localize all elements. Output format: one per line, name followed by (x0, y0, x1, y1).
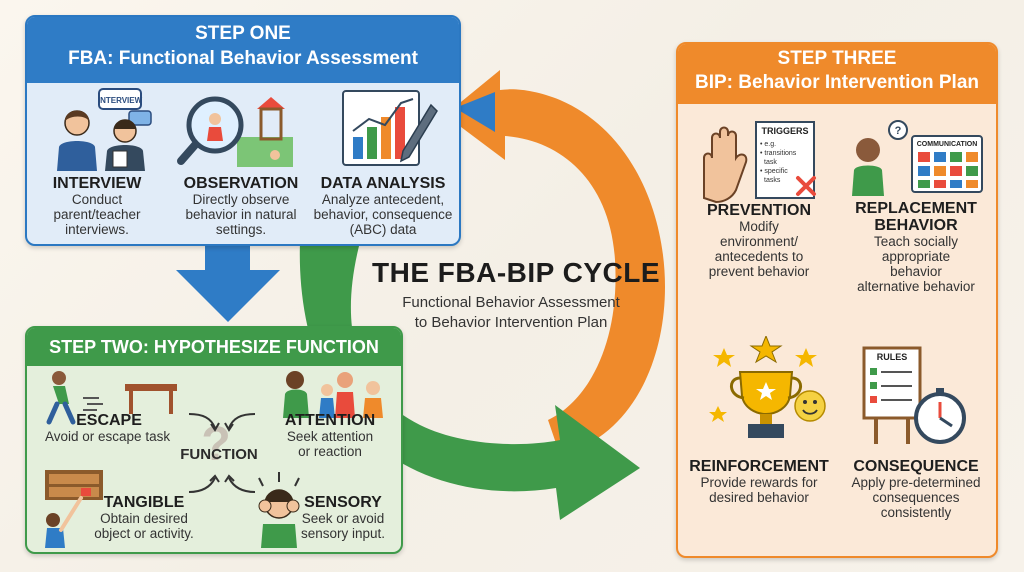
observation-desc-3: settings. (215, 222, 267, 237)
trigger-note-5: tasks (764, 177, 781, 184)
tangible-desc-2: object or activity. (94, 526, 194, 541)
consequence-desc-3: consistently (880, 505, 952, 520)
consequence-desc-1: Apply pre-determined (851, 475, 981, 490)
data-analysis-desc-1: Analyze antecedent, (321, 192, 445, 207)
reinforcement-desc-2: desired behavior (709, 490, 809, 505)
interview-desc-3: interviews. (65, 222, 129, 237)
attention-desc-2: or reaction (298, 444, 362, 459)
sensory-title: SENSORY (304, 494, 382, 511)
cycle-title: THE FBA-BIP CYCLE (372, 257, 660, 288)
running-child-icon (46, 371, 177, 425)
stop-hand-triggers-icon: TRIGGERS • e.g. • transitions task • spe… (703, 121, 816, 204)
trigger-note-2: • transitions (760, 150, 797, 157)
svg-text:?: ? (895, 125, 902, 137)
replacement-desc-3: behavior (890, 264, 942, 279)
prevention-desc-3: antecedents to (714, 249, 804, 264)
toy-shelf-icon (45, 470, 103, 548)
interview-desc-1: Conduct (71, 192, 123, 207)
cycle-subtitle: Functional Behavior Assessment to Behavi… (380, 293, 642, 333)
reinforcement-item: REINFORCEMENT Provide rewards for desire… (684, 458, 834, 505)
interview-item: INTERVIEW Conduct parent/teacher intervi… (33, 175, 161, 237)
interview-title: INTERVIEW (52, 175, 142, 192)
data-analysis-item: DATA ANALYSIS Analyze antecedent, behavi… (307, 175, 459, 237)
trophy-stars-icon (709, 336, 826, 438)
step-one-title: FBA: Functional Behavior Assessment (68, 48, 418, 69)
interview-icon: INTERVIEW (57, 88, 152, 171)
step-three-title: BIP: Behavior Intervention Plan (695, 72, 979, 93)
tangible-item: TANGIBLE Obtain desired object or activi… (79, 494, 209, 541)
prevention-desc-4: prevent behavior (708, 264, 810, 279)
step-two-header: STEP TWO: HYPOTHESIZE FUNCTION (27, 328, 401, 366)
replacement-title-1: REPLACEMENT (855, 200, 977, 217)
data-analysis-desc-2: behavior, consequence (313, 207, 453, 222)
magnifier-playground-icon (177, 96, 293, 167)
step-one-label: STEP ONE (195, 23, 291, 44)
tangible-title: TANGIBLE (103, 494, 185, 511)
replacement-desc-1: Teach socially (873, 234, 959, 249)
attention-title: ATTENTION (284, 412, 376, 429)
orange-cycle-arrow (445, 70, 665, 455)
interview-desc-2: parent/teacher (53, 207, 141, 222)
observation-title: OBSERVATION (183, 175, 299, 192)
step-three-label: STEP THREE (777, 48, 897, 69)
prevention-item: PREVENTION Modify environment/ anteceden… (684, 202, 834, 279)
replacement-desc-4: alternative behavior (857, 279, 975, 294)
escape-title: ESCAPE (76, 412, 142, 429)
step-three-panel: STEP THREE BIP: Behavior Intervention Pl… (676, 42, 998, 558)
data-analysis-desc-3: (ABC) data (349, 222, 417, 237)
triggers-label: TRIGGERS (761, 126, 808, 136)
observation-item: OBSERVATION Directly observe behavior in… (171, 175, 311, 237)
communication-label: COMMUNICATION (917, 141, 978, 148)
trigger-note-1: • e.g. (760, 141, 776, 148)
interview-bubble-text: INTERVIEW (98, 96, 143, 105)
escape-desc: Avoid or escape task (45, 429, 171, 444)
rules-label: RULES (877, 352, 908, 362)
cycle-subtitle-line-1: Functional Behavior Assessment (402, 294, 620, 311)
attention-item: ATTENTION Seek attention or reaction (263, 412, 397, 459)
step-one-panel: STEP ONE FBA: Functional Behavior Assess… (25, 15, 461, 246)
converging-arrows (188, 413, 256, 493)
prevention-title: PREVENTION (706, 202, 811, 219)
replacement-item: REPLACEMENT BEHAVIOR Teach socially appr… (838, 200, 994, 294)
child-covering-ears-icon (258, 472, 300, 548)
blue-down-arrow (176, 242, 280, 322)
replacement-title-2: BEHAVIOR (874, 217, 958, 234)
consequence-title: CONSEQUENCE (853, 458, 979, 475)
replacement-desc-2: appropriate (881, 249, 951, 264)
reinforcement-title: REINFORCEMENT (689, 458, 829, 475)
trigger-note-4: • specific (760, 168, 788, 175)
prevention-desc-2: environment/ (719, 234, 799, 249)
child-communication-board-icon: ? COMMUNICATION (852, 120, 983, 196)
tangible-desc-1: Obtain desired (100, 511, 188, 526)
group-attention-icon (283, 371, 383, 418)
cycle-subtitle-line-2: to Behavior Intervention Plan (414, 314, 608, 331)
data-analysis-title: DATA ANALYSIS (320, 175, 446, 192)
sensory-desc-2: sensory input. (300, 526, 386, 541)
observation-desc-1: Directly observe (192, 192, 290, 207)
attention-desc-1: Seek attention (286, 429, 374, 444)
reinforcement-desc-1: Provide rewards for (700, 475, 818, 490)
sensory-desc-1: Seek or avoid (301, 511, 385, 526)
chart-pen-icon (342, 90, 438, 166)
step-three-header: STEP THREE BIP: Behavior Intervention Pl… (678, 44, 996, 104)
function-center-label: FUNCTION (180, 446, 258, 463)
escape-item: ESCAPE Avoid or escape task (39, 412, 179, 444)
blue-connector-arrow (455, 92, 495, 132)
consequence-item: CONSEQUENCE Apply pre-determined consequ… (838, 458, 994, 520)
observation-desc-2: behavior in natural (185, 207, 297, 222)
step-one-header: STEP ONE FBA: Functional Behavior Assess… (27, 17, 459, 83)
trigger-note-3: task (764, 159, 777, 166)
sensory-item: SENSORY Seek or avoid sensory input. (289, 494, 397, 541)
prevention-desc-1: Modify (739, 219, 779, 234)
step-two-panel: STEP TWO: HYPOTHESIZE FUNCTION ESCAPE Av… (25, 326, 403, 554)
consequence-desc-2: consequences (872, 490, 960, 505)
rules-board-timer-icon: RULES (862, 346, 966, 444)
